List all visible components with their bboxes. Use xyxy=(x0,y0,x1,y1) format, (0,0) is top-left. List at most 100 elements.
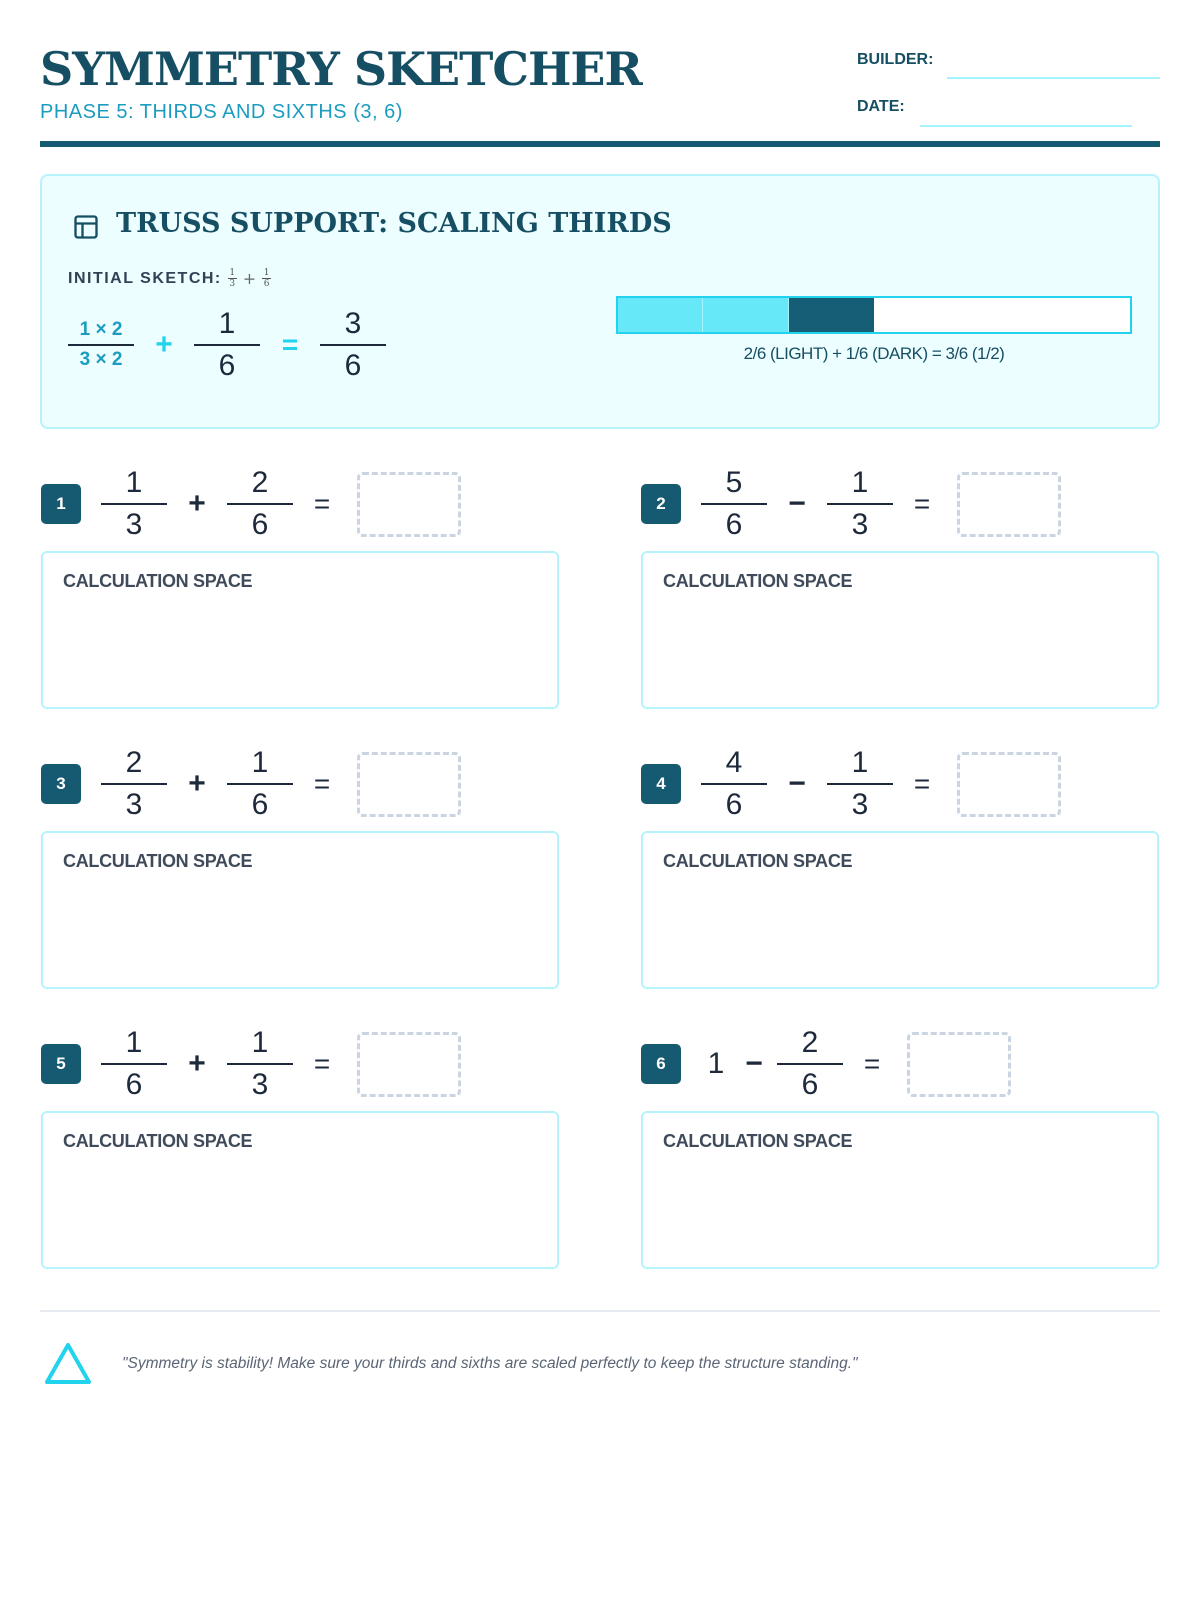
problem-2: 2 5 6 − 1 3 = xyxy=(641,466,1061,541)
operator: − xyxy=(788,487,806,520)
equals-sign: = xyxy=(313,768,331,799)
calculation-space[interactable]: CALCULATION SPACE xyxy=(41,551,559,709)
calculation-space[interactable]: CALCULATION SPACE xyxy=(41,1111,559,1269)
lesson-panel: TRUSS SUPPORT: SCALING THIRDS INITIAL SK… xyxy=(40,174,1160,429)
calculation-space-label: CALCULATION SPACE xyxy=(663,571,853,591)
answer-box[interactable] xyxy=(957,471,1061,537)
numerator: 1 xyxy=(851,466,869,499)
numerator: 1 xyxy=(251,1026,269,1059)
numerator: 1 xyxy=(251,746,269,779)
denominator: 3 xyxy=(851,788,869,821)
equals-sign: = xyxy=(863,1048,881,1079)
denominator: 6 xyxy=(725,508,743,541)
calculation-space-label: CALCULATION SPACE xyxy=(663,1131,853,1151)
footer-quote: "Symmetry is stability! Make sure your t… xyxy=(122,1355,858,1372)
numerator: 1 xyxy=(229,268,236,278)
builder-label: BUILDER: xyxy=(857,51,934,68)
operator: − xyxy=(745,1047,763,1080)
denominator: 3 xyxy=(851,508,869,541)
denominator: 3 xyxy=(125,788,143,821)
problem-1: 1 1 3 + 2 6 = xyxy=(41,466,461,541)
problem-number-badge: 1 xyxy=(41,484,81,524)
numerator: 1 xyxy=(218,307,236,340)
answer-box[interactable] xyxy=(957,751,1061,817)
denominator: 3 × 2 xyxy=(79,349,123,370)
bar-segment-empty xyxy=(959,298,1044,332)
plus-sign: + xyxy=(242,269,257,288)
equals-sign: = xyxy=(313,1048,331,1079)
page-subtitle: PHASE 5: THIRDS AND SIXTHS (3, 6) xyxy=(40,101,403,123)
problem-4: 4 4 6 − 1 3 = xyxy=(641,746,1061,821)
numerator: 4 xyxy=(725,746,743,779)
problem-number-badge: 3 xyxy=(41,764,81,804)
numerator: 3 xyxy=(344,307,362,340)
numerator: 2 xyxy=(251,466,269,499)
numerator: 1 xyxy=(125,1026,143,1059)
calculation-space[interactable]: CALCULATION SPACE xyxy=(41,831,559,989)
numerator: 1 xyxy=(851,746,869,779)
calculation-space[interactable]: CALCULATION SPACE xyxy=(641,1111,1159,1269)
calculation-space[interactable]: CALCULATION SPACE xyxy=(641,831,1159,989)
answer-box[interactable] xyxy=(357,1031,461,1097)
problem-number-badge: 6 xyxy=(641,1044,681,1084)
numerator: 5 xyxy=(725,466,743,499)
bar-segment-empty xyxy=(1044,298,1129,332)
operator: + xyxy=(188,487,206,520)
numerator: 2 xyxy=(125,746,143,779)
whole-number: 1 xyxy=(707,1047,725,1080)
model-caption: 2/6 (LIGHT) + 1/6 (DARK) = 3/6 (1/2) xyxy=(743,344,1005,363)
calculation-space-label: CALCULATION SPACE xyxy=(63,571,253,591)
calculation-space-label: CALCULATION SPACE xyxy=(63,1131,253,1151)
denominator: 6 xyxy=(218,349,236,382)
denominator: 3 xyxy=(251,1068,269,1101)
initial-sketch-label: INITIAL SKETCH: xyxy=(68,269,222,287)
denominator: 6 xyxy=(251,508,269,541)
builder-field[interactable] xyxy=(947,77,1160,79)
header-divider xyxy=(40,141,1160,147)
bar-segment-empty xyxy=(874,298,959,332)
problem-number-badge: 4 xyxy=(641,764,681,804)
denominator: 3 xyxy=(229,279,236,289)
problem-number-badge: 2 xyxy=(641,484,681,524)
calculation-space-label: CALCULATION SPACE xyxy=(63,851,253,871)
denominator: 6 xyxy=(801,1068,819,1101)
denominator: 3 xyxy=(125,508,143,541)
lesson-title: TRUSS SUPPORT: SCALING THIRDS xyxy=(116,208,672,239)
operator: − xyxy=(788,767,806,800)
denominator: 6 xyxy=(344,349,362,382)
numerator: 1 xyxy=(125,466,143,499)
answer-box[interactable] xyxy=(357,471,461,537)
operator: + xyxy=(188,1047,206,1080)
answer-box[interactable] xyxy=(907,1031,1011,1097)
calculation-space[interactable]: CALCULATION SPACE xyxy=(641,551,1159,709)
calculation-space-label: CALCULATION SPACE xyxy=(663,851,853,871)
answer-box[interactable] xyxy=(357,751,461,817)
date-field[interactable] xyxy=(920,125,1132,127)
bar-segment-light xyxy=(618,298,704,332)
equals-sign: = xyxy=(913,768,931,799)
equals-sign: = xyxy=(313,488,331,519)
equals-sign: = xyxy=(281,329,299,360)
equals-sign: = xyxy=(913,488,931,519)
footer-divider xyxy=(40,1310,1160,1312)
denominator: 6 xyxy=(125,1068,143,1101)
denominator: 6 xyxy=(725,788,743,821)
date-label: DATE: xyxy=(857,98,905,115)
